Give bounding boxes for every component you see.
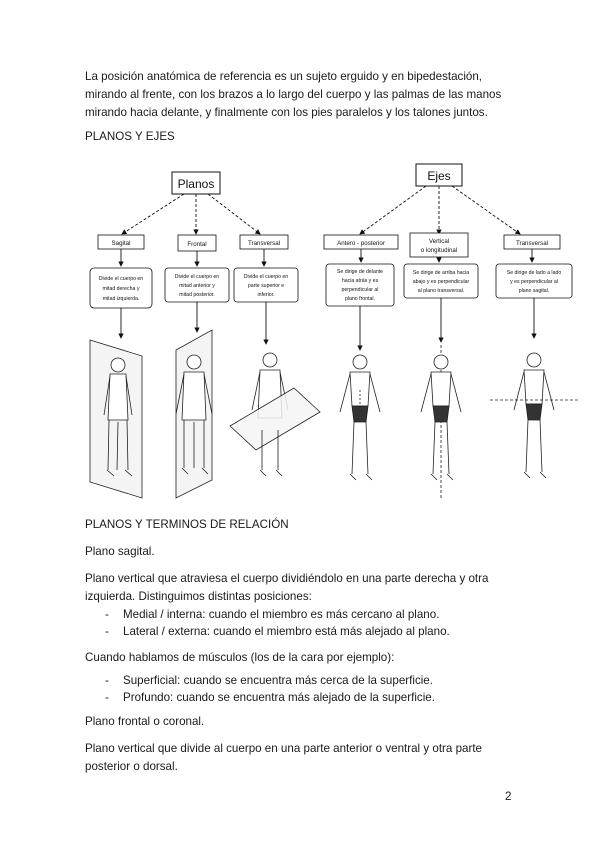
plano-transversal-desc-2: parte superior e (248, 283, 284, 289)
plano-sagital-desc-2: mitad derecha y (103, 286, 140, 292)
eje-ap-desc-4: plano frontal. (345, 296, 375, 302)
plano-sagital-desc: Plano vertical que atraviesa el cuerpo d… (85, 572, 489, 603)
bullet-dash: - (105, 691, 109, 704)
plano-frontal-title: Plano frontal o coronal. (85, 715, 205, 728)
plano-frontal-node: Frontal (177, 234, 217, 252)
eje-antero-posterior-node: Antero - posterior (323, 234, 399, 250)
sagittal-plane-illustration (89, 339, 143, 499)
eje-vertical-desc-1: Se dirige de arriba hacia (413, 270, 469, 276)
plano-frontal-desc-3: mitad posterior. (179, 292, 214, 298)
eje-antero-posterior-desc: Se dirige de delante hacia atrás y es pe… (325, 263, 395, 307)
eje-vertical-label-2: o longitudinal (421, 247, 457, 254)
eje-transversal-node: Transversal (503, 234, 561, 250)
eje-transversal-label: Transversal (516, 240, 548, 247)
eje-antero-posterior-label: Antero - posterior (337, 240, 385, 247)
plano-sagital-desc: Divide el cuerpo en mitad derecha y mita… (89, 267, 153, 309)
plano-transversal-desc-1: Divide el cuerpo en (244, 274, 289, 280)
list-item-text: Medial / interna: cuando el miembro es m… (123, 608, 440, 621)
plano-transversal-node: Transversal (239, 234, 289, 250)
bullet-dash: - (105, 608, 109, 621)
page-number: 2 (505, 790, 512, 803)
eje-vertical-node: Vertical o longitudinal (409, 232, 469, 258)
eje-ap-desc-2: hacia atrás y es (342, 278, 379, 284)
plano-frontal-desc-2: mitad anterior y (179, 283, 215, 289)
eje-transversal-desc-3: plano sagital. (519, 288, 550, 294)
vertical-axis-illustration (420, 345, 462, 500)
plano-frontal-desc-1: Divide el cuerpo en (175, 274, 220, 280)
eje-vertical-label-1: Vertical (429, 238, 449, 245)
plano-sagital-desc-3: mitad izquierda. (103, 296, 140, 302)
eje-vertical-desc: Se dirige de arriba hacia abajo y es per… (403, 263, 479, 299)
eje-vertical-desc-3: al plano transversal. (418, 288, 464, 294)
plano-sagital-label: Sagital (112, 240, 131, 247)
plano-sagital-node: Sagital (97, 234, 145, 250)
plano-frontal-desc: Plano vertical que divide al cuerpo en u… (85, 742, 483, 773)
plano-transversal-desc: Divide el cuerpo en parte superior e inf… (233, 267, 299, 303)
section-title-planos-ejes: PLANOS Y EJES (85, 130, 175, 143)
eje-transversal-desc: Se dirige de lado a lado y es perpendicu… (495, 263, 573, 299)
ejes-title: Ejes (427, 169, 450, 183)
planos-title: Planos (178, 177, 215, 191)
transverse-axis-illustration (490, 352, 578, 479)
musculos-intro: Cuando hablamos de músculos (los de la c… (85, 651, 395, 664)
list-item-text: Lateral / externa: cuando el miembro est… (123, 625, 450, 638)
eje-ap-desc-3: perpendicular al (342, 287, 379, 293)
planes-axes-diagram: Planos Ejes Sagital Frontal Transversal … (89, 163, 578, 500)
plano-frontal-desc: Divide el cuerpo en mitad anterior y mit… (164, 267, 230, 303)
plano-transversal-label: Transversal (248, 240, 280, 247)
transverse-plane-illustration (229, 352, 321, 477)
eje-ap-desc-1: Se dirige de delante (337, 269, 383, 275)
plano-transversal-desc-3: inferior. (257, 292, 274, 298)
frontal-plane-illustration (175, 329, 213, 499)
bullet-dash: - (105, 625, 109, 638)
intro-paragraph: La posición anatómica de referencia es u… (85, 70, 502, 119)
list-item-text: Profundo: cuando se encuentra más alejad… (123, 691, 435, 704)
antero-posterior-axis-illustration (339, 354, 381, 481)
eje-vertical-desc-2: abajo y es perpendicular (413, 279, 470, 285)
plano-sagital-desc-1: Divide el cuerpo en (99, 276, 144, 282)
eje-transversal-desc-1: Se dirige de lado a lado (507, 270, 562, 276)
plano-frontal-label: Frontal (187, 241, 206, 248)
list-item-text: Superficial: cuando se encuentra más cer… (123, 674, 433, 687)
bullet-dash: - (105, 674, 109, 687)
section-title-terminos: PLANOS Y TERMINOS DE RELACIÓN (85, 518, 289, 531)
plano-sagital-title: Plano sagital. (85, 545, 155, 558)
eje-transversal-desc-2: y es perpendicular al (510, 279, 558, 285)
